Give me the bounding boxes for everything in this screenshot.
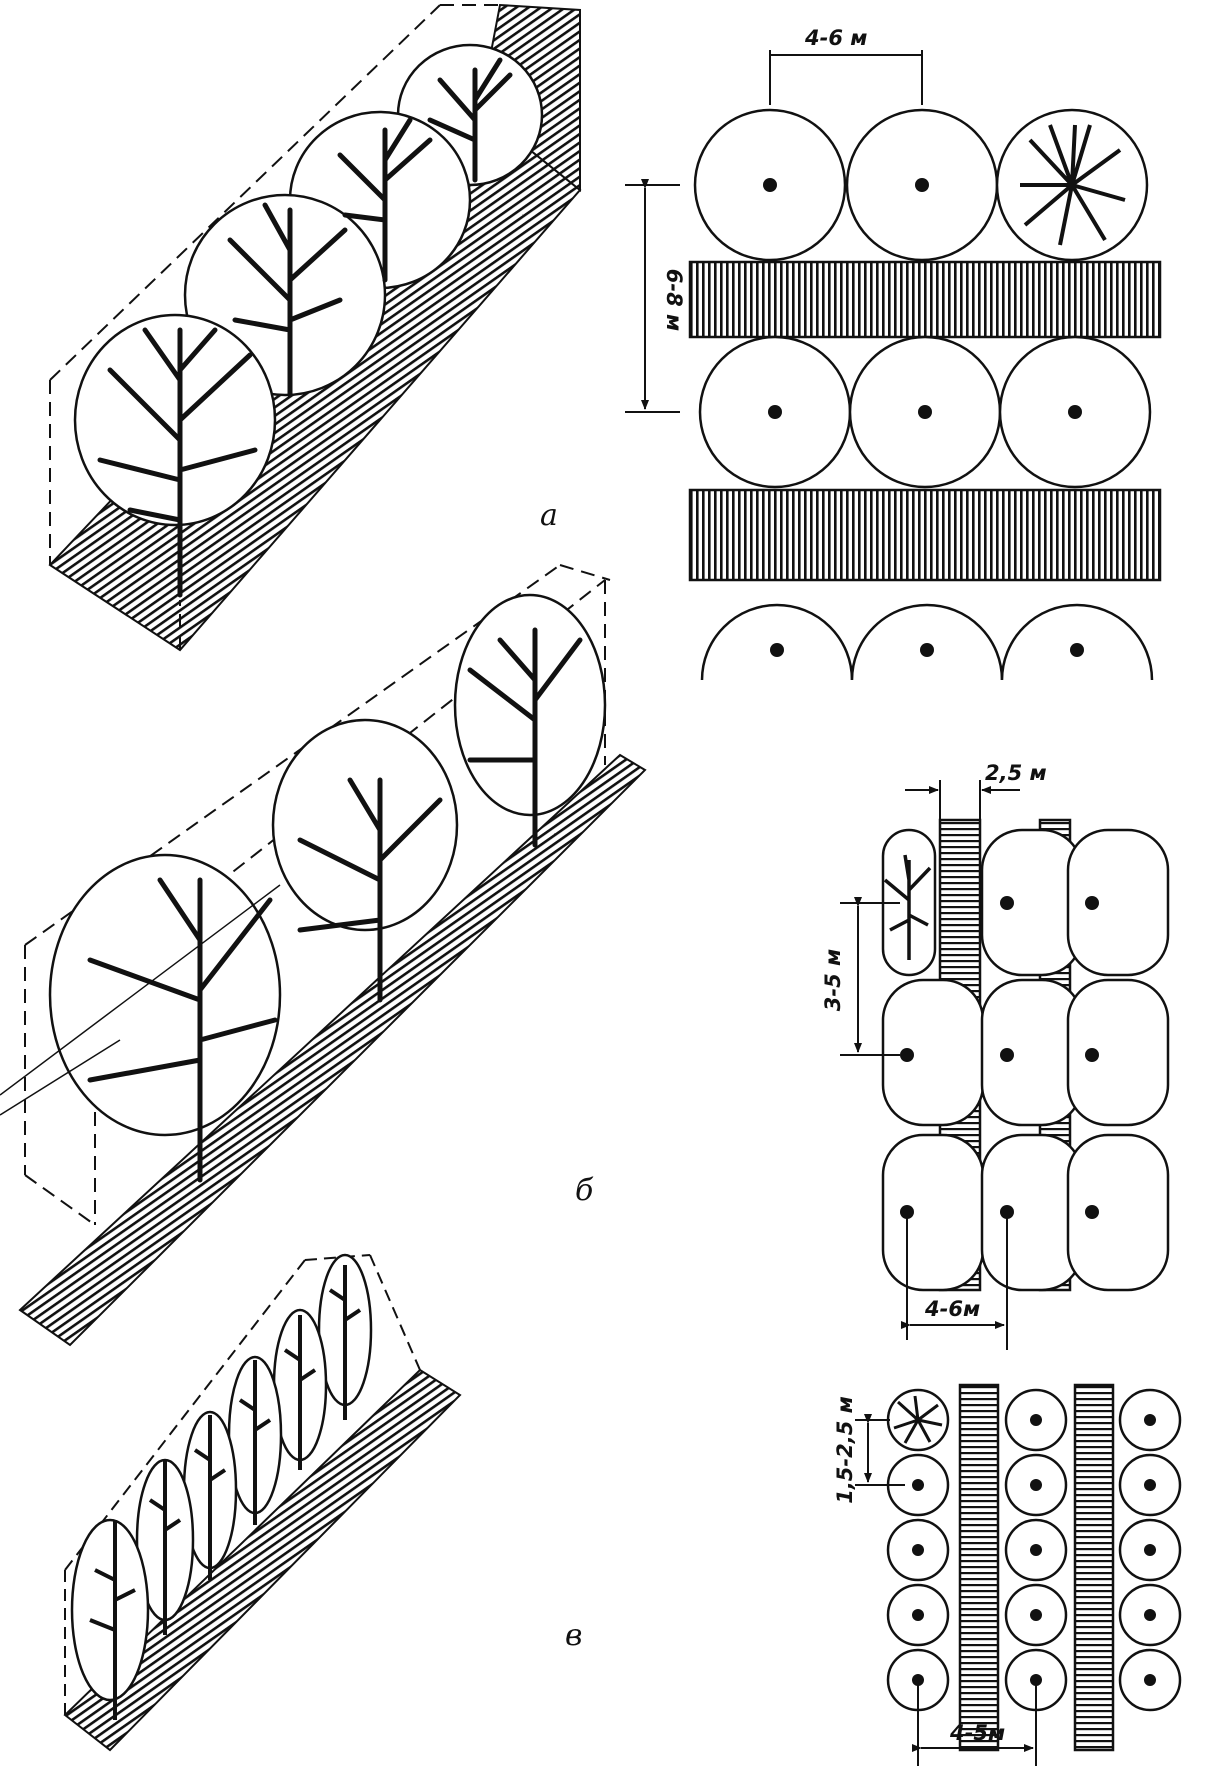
panel-v-row-spacing-dimension xyxy=(912,1680,1037,1766)
panel-v-path-strip xyxy=(1073,1383,1115,1752)
columnar-tree xyxy=(70,1518,150,1702)
panel-b-path-dimension xyxy=(905,780,1020,825)
tree-plan-capsule xyxy=(1066,1133,1170,1292)
panel-v-trunk-dots xyxy=(912,1414,1156,1686)
tree-plan-half-circle xyxy=(1000,603,1154,681)
panel-a-perspective: а xyxy=(48,3,582,652)
panel-a-path-strip xyxy=(688,260,1162,339)
panel-b-spacing-dimension xyxy=(840,897,900,1056)
panel-a-trees xyxy=(73,43,544,527)
panel-v-plan: 1,5-2,5 м 4-5м xyxy=(833,1383,1182,1766)
panel-v-path-strip xyxy=(958,1383,1000,1752)
panel-a-spacing-dimension xyxy=(769,50,923,105)
mature-tree-crown-symbol xyxy=(883,854,932,960)
panel-b-ground-strip xyxy=(18,753,647,1347)
panel-b-trunk-dots xyxy=(900,896,1099,1219)
panel-v-spacing-dimension xyxy=(855,1414,905,1486)
tree-plan-half-circle xyxy=(850,603,1004,681)
panel-a-path-strip xyxy=(688,488,1162,582)
panel-b-row-spacing-dimension xyxy=(901,1212,1008,1350)
panel-b-branches xyxy=(87,627,583,1183)
panel-b-path-label: 2,5 м xyxy=(985,761,1047,785)
panel-b-trees xyxy=(48,593,607,1137)
panel-a-bounding-box xyxy=(49,4,500,650)
tree-crown xyxy=(453,593,607,817)
panel-a-row-spacing-label: 6-8 м xyxy=(662,269,686,331)
tree-plan-half-circle xyxy=(700,603,854,681)
panel-b-spacing-label: 3-5 м xyxy=(821,949,845,1011)
tree-crown xyxy=(73,313,277,527)
panel-b-plan: 2,5 м 3-5 м 4-6м xyxy=(821,761,1170,1350)
tree-crown xyxy=(271,718,459,932)
panel-a-trunk-dots xyxy=(763,178,1084,657)
panel-v-letter: в xyxy=(565,1618,582,1653)
panel-v-bounding-box xyxy=(64,1254,421,1715)
panel-a-row-spacing-dimension xyxy=(625,179,680,413)
panel-a-plan: 4-6 м 6-8 м xyxy=(625,26,1162,681)
mature-tree-crown-symbol xyxy=(893,1395,943,1444)
panel-a-branches xyxy=(97,57,513,598)
panel-v-ground-strip xyxy=(63,1368,462,1752)
mature-tree-crown-symbol xyxy=(1020,124,1126,246)
panel-b-letter: б xyxy=(575,1173,594,1208)
tree-crown xyxy=(48,853,282,1137)
tree-plan-capsule xyxy=(881,978,985,1127)
panel-a-letter: а xyxy=(540,498,558,533)
panel-v-spacing-label: 1,5-2,5 м xyxy=(833,1396,857,1504)
panel-v-trunks xyxy=(89,1265,362,1720)
panel-a-spacing-label: 4-6 м xyxy=(804,26,867,50)
panel-v-perspective: в xyxy=(63,1253,582,1752)
tree-plan-capsule xyxy=(881,1133,985,1292)
panel-v-row-spacing-label: 4-5м xyxy=(949,1721,1005,1745)
panel-b-guide-lines xyxy=(0,884,281,1116)
tree-plan-capsule xyxy=(1066,828,1170,977)
panel-b-row-spacing-label: 4-6м xyxy=(924,1297,980,1321)
tree-plan-capsule xyxy=(1066,978,1170,1127)
panel-b-perspective: б xyxy=(0,564,647,1347)
